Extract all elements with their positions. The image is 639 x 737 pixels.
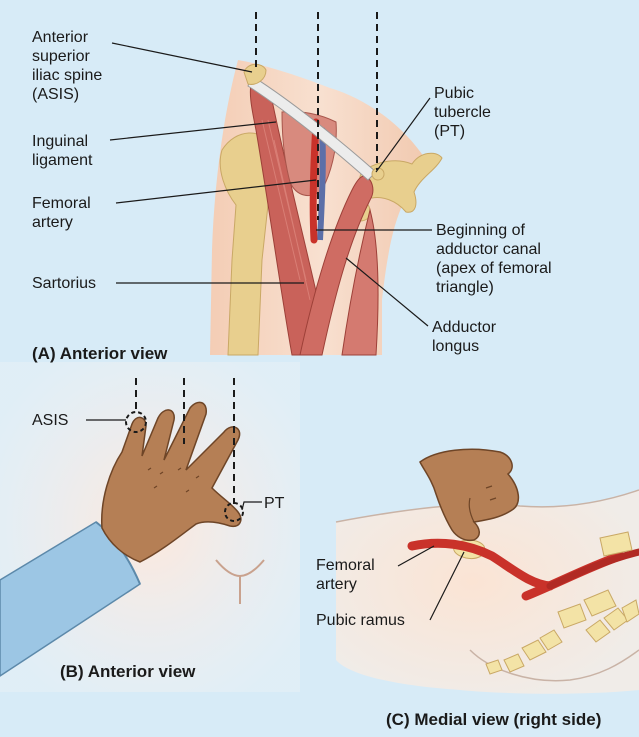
caption-panel-c: (C) Medial view (right side): [386, 710, 601, 730]
label-pubic-tubercle: Pubic tubercle (PT): [434, 84, 491, 141]
panel-a-illustration: [110, 12, 442, 355]
label-femoral-artery-a: Femoral artery: [32, 194, 91, 232]
label-femoral-artery-c: Femoral artery: [316, 556, 375, 594]
caption-panel-b: (B) Anterior view: [60, 662, 195, 682]
label-asis: Anterior superior iliac spine (ASIS): [32, 28, 102, 104]
label-asis-b: ASIS: [32, 411, 68, 430]
label-sartorius: Sartorius: [32, 274, 96, 293]
panel-c-illustration: [336, 449, 639, 694]
label-pt-b: PT: [264, 494, 284, 513]
label-inguinal-ligament: Inguinal ligament: [32, 132, 92, 170]
caption-panel-a: (A) Anterior view: [32, 344, 167, 364]
femoral-vein: [320, 128, 323, 240]
label-adductor-longus: Adductor longus: [432, 318, 496, 356]
femoral-artery-vessel: [313, 122, 316, 240]
label-adductor-canal: Beginning of adductor canal (apex of fem…: [436, 221, 552, 297]
label-pubic-ramus: Pubic ramus: [316, 611, 405, 630]
